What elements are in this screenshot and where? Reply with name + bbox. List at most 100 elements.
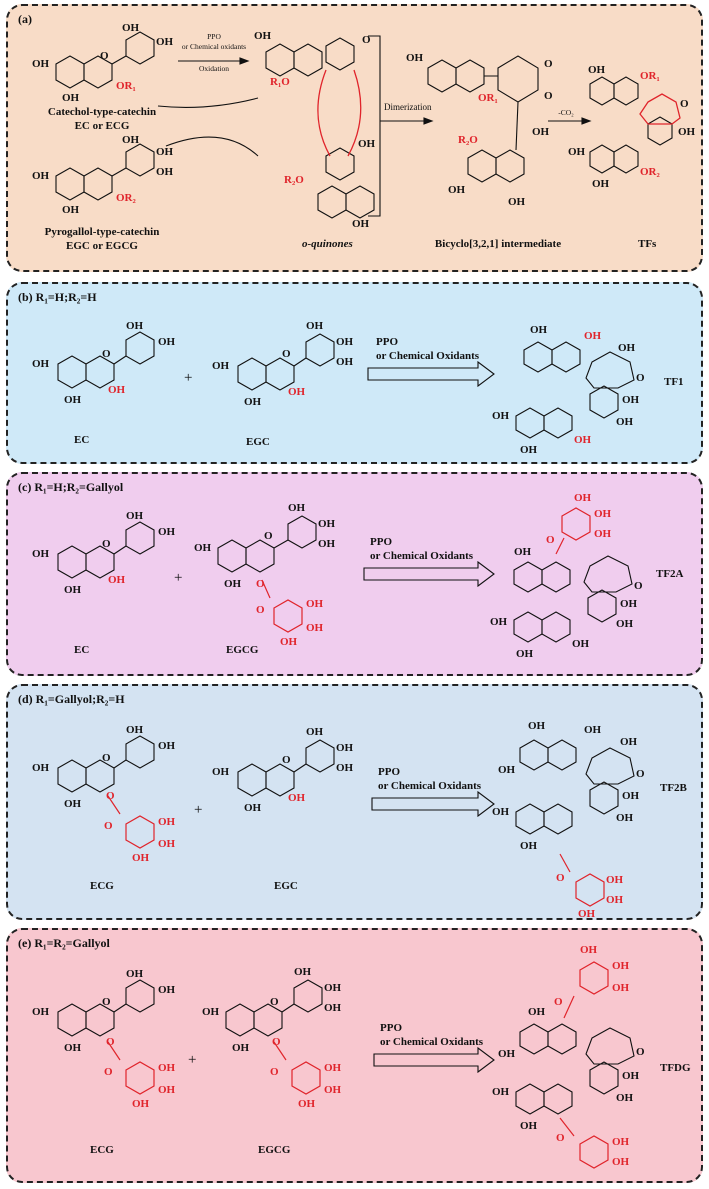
oh-label: OH [336,356,354,368]
oh-label: OH [288,792,306,804]
oh-label: OH [126,968,144,980]
oh-label: OH [158,740,176,752]
oh-label: OH [158,1084,176,1096]
o-label: O [264,530,273,542]
panel-a-structures [55,31,681,219]
arrow-text-2: or Chemical Oxidants [378,780,482,792]
o-label: O [556,872,565,884]
product-structure [515,739,635,835]
oh-label: OH [324,1002,342,1014]
oh-label: OH [158,838,176,850]
oh-label: OH [232,1042,250,1054]
oh-label: OH [32,58,50,70]
right-reactant-name: EGCG [258,1144,291,1156]
right-reactant-name: EGC [246,436,270,448]
oh-label: OH [612,960,630,972]
oh-label: OH [616,812,634,824]
oxidation-arrow-text-2: or Chemical oxidants [181,42,247,51]
product-structure [515,341,635,439]
tfs-label: TFs [638,238,657,250]
left-reactant-structure [57,331,155,389]
o-label: O [634,580,643,592]
gallyol-group-right [291,1061,321,1095]
oh-label: OH [298,1098,316,1110]
gallyol-group-product [555,507,591,555]
right-reactant-name: EGCG [226,644,259,656]
oxidation-arrow-text-3: Oxidation [199,64,229,73]
pyrogallol-subtitle: EGC or EGCG [66,240,138,252]
oh-label: OH [306,598,324,610]
oh-label: OH [622,790,640,802]
oh-label: OH [492,806,510,818]
o-label: O [106,790,115,802]
oh-label: OH [324,1062,342,1074]
arrow-text-1: PPO [380,1022,402,1034]
oh-label: OH [108,384,126,396]
oh-label: OH [156,36,174,48]
tfs-structure [589,76,673,174]
plus-sign: + [188,1052,197,1068]
o-label: O [282,754,291,766]
oh-label: OH [62,92,80,104]
o-label: O [544,90,553,102]
oh-label: OH [294,966,312,978]
arrow-text-1: PPO [376,336,398,348]
o-label: O [554,996,563,1008]
o-label: O [636,372,645,384]
oh-label: OH [318,518,336,530]
plus-sign: + [174,570,183,586]
pyrogallol-catechin-structure [55,143,155,201]
arrow-text-2: or Chemical Oxidants [380,1036,484,1048]
oh-label: OH [202,1006,220,1018]
oh-label: OH [492,1086,510,1098]
oh-label: OH [578,908,596,920]
oh-label: OH [594,508,612,520]
oh-label: OH [122,134,140,146]
panel-d-structures [57,735,635,907]
reaction-arrow [371,790,495,818]
o-label: O [362,34,371,46]
o-label: O [104,820,113,832]
product-name: TF1 [664,376,684,388]
oh-label: OH [306,726,324,738]
oh-label: OH [224,578,242,590]
oh-label: OH [244,396,262,408]
right-reactant-structure [237,333,335,391]
or2-label: OR₂ [116,192,136,204]
oh-label: OH [574,434,592,446]
reaction-arrow [367,360,495,388]
oh-label: OH [324,982,342,994]
oh-label: OH [32,358,50,370]
o-label: O [106,1036,115,1048]
gallyol-group-product [559,853,605,907]
plus-sign: + [184,370,193,386]
panel-b-structures [57,331,635,439]
or2-label: OR₂ [640,166,660,178]
panel-label: (b) R₁=H;R₂=H [18,290,97,304]
oh-label: OH [212,766,230,778]
dimerization-bracket [368,35,381,217]
left-reactant-structure [57,521,155,579]
oh-label: OH [606,894,624,906]
o-label: O [102,996,111,1008]
panel-label: (c) R₁=H;R₂=Gallyol [18,480,124,494]
oh-label: OH [520,444,538,456]
o-label: O [256,604,265,616]
reaction-arrow [363,560,495,588]
oh-label: OH [212,360,230,372]
oh-label: OH [568,146,586,158]
oh-label: OH [126,320,144,332]
oh-label: OH [532,126,550,138]
catechol-catechin-structure [55,31,155,89]
oh-label: OH [64,1042,82,1054]
r2o-label: R₂O [284,174,304,186]
oh-label: OH [508,196,526,208]
left-reactant-name: EC [74,434,90,446]
o-label: O [270,996,279,1008]
oh-label: OH [622,394,640,406]
oxidation-arrow-text-1: PPO [207,32,221,41]
oh-label: OH [156,166,174,178]
oh-label: OH [64,798,82,810]
oh-label: OH [32,548,50,560]
oh-label: OH [254,30,272,42]
